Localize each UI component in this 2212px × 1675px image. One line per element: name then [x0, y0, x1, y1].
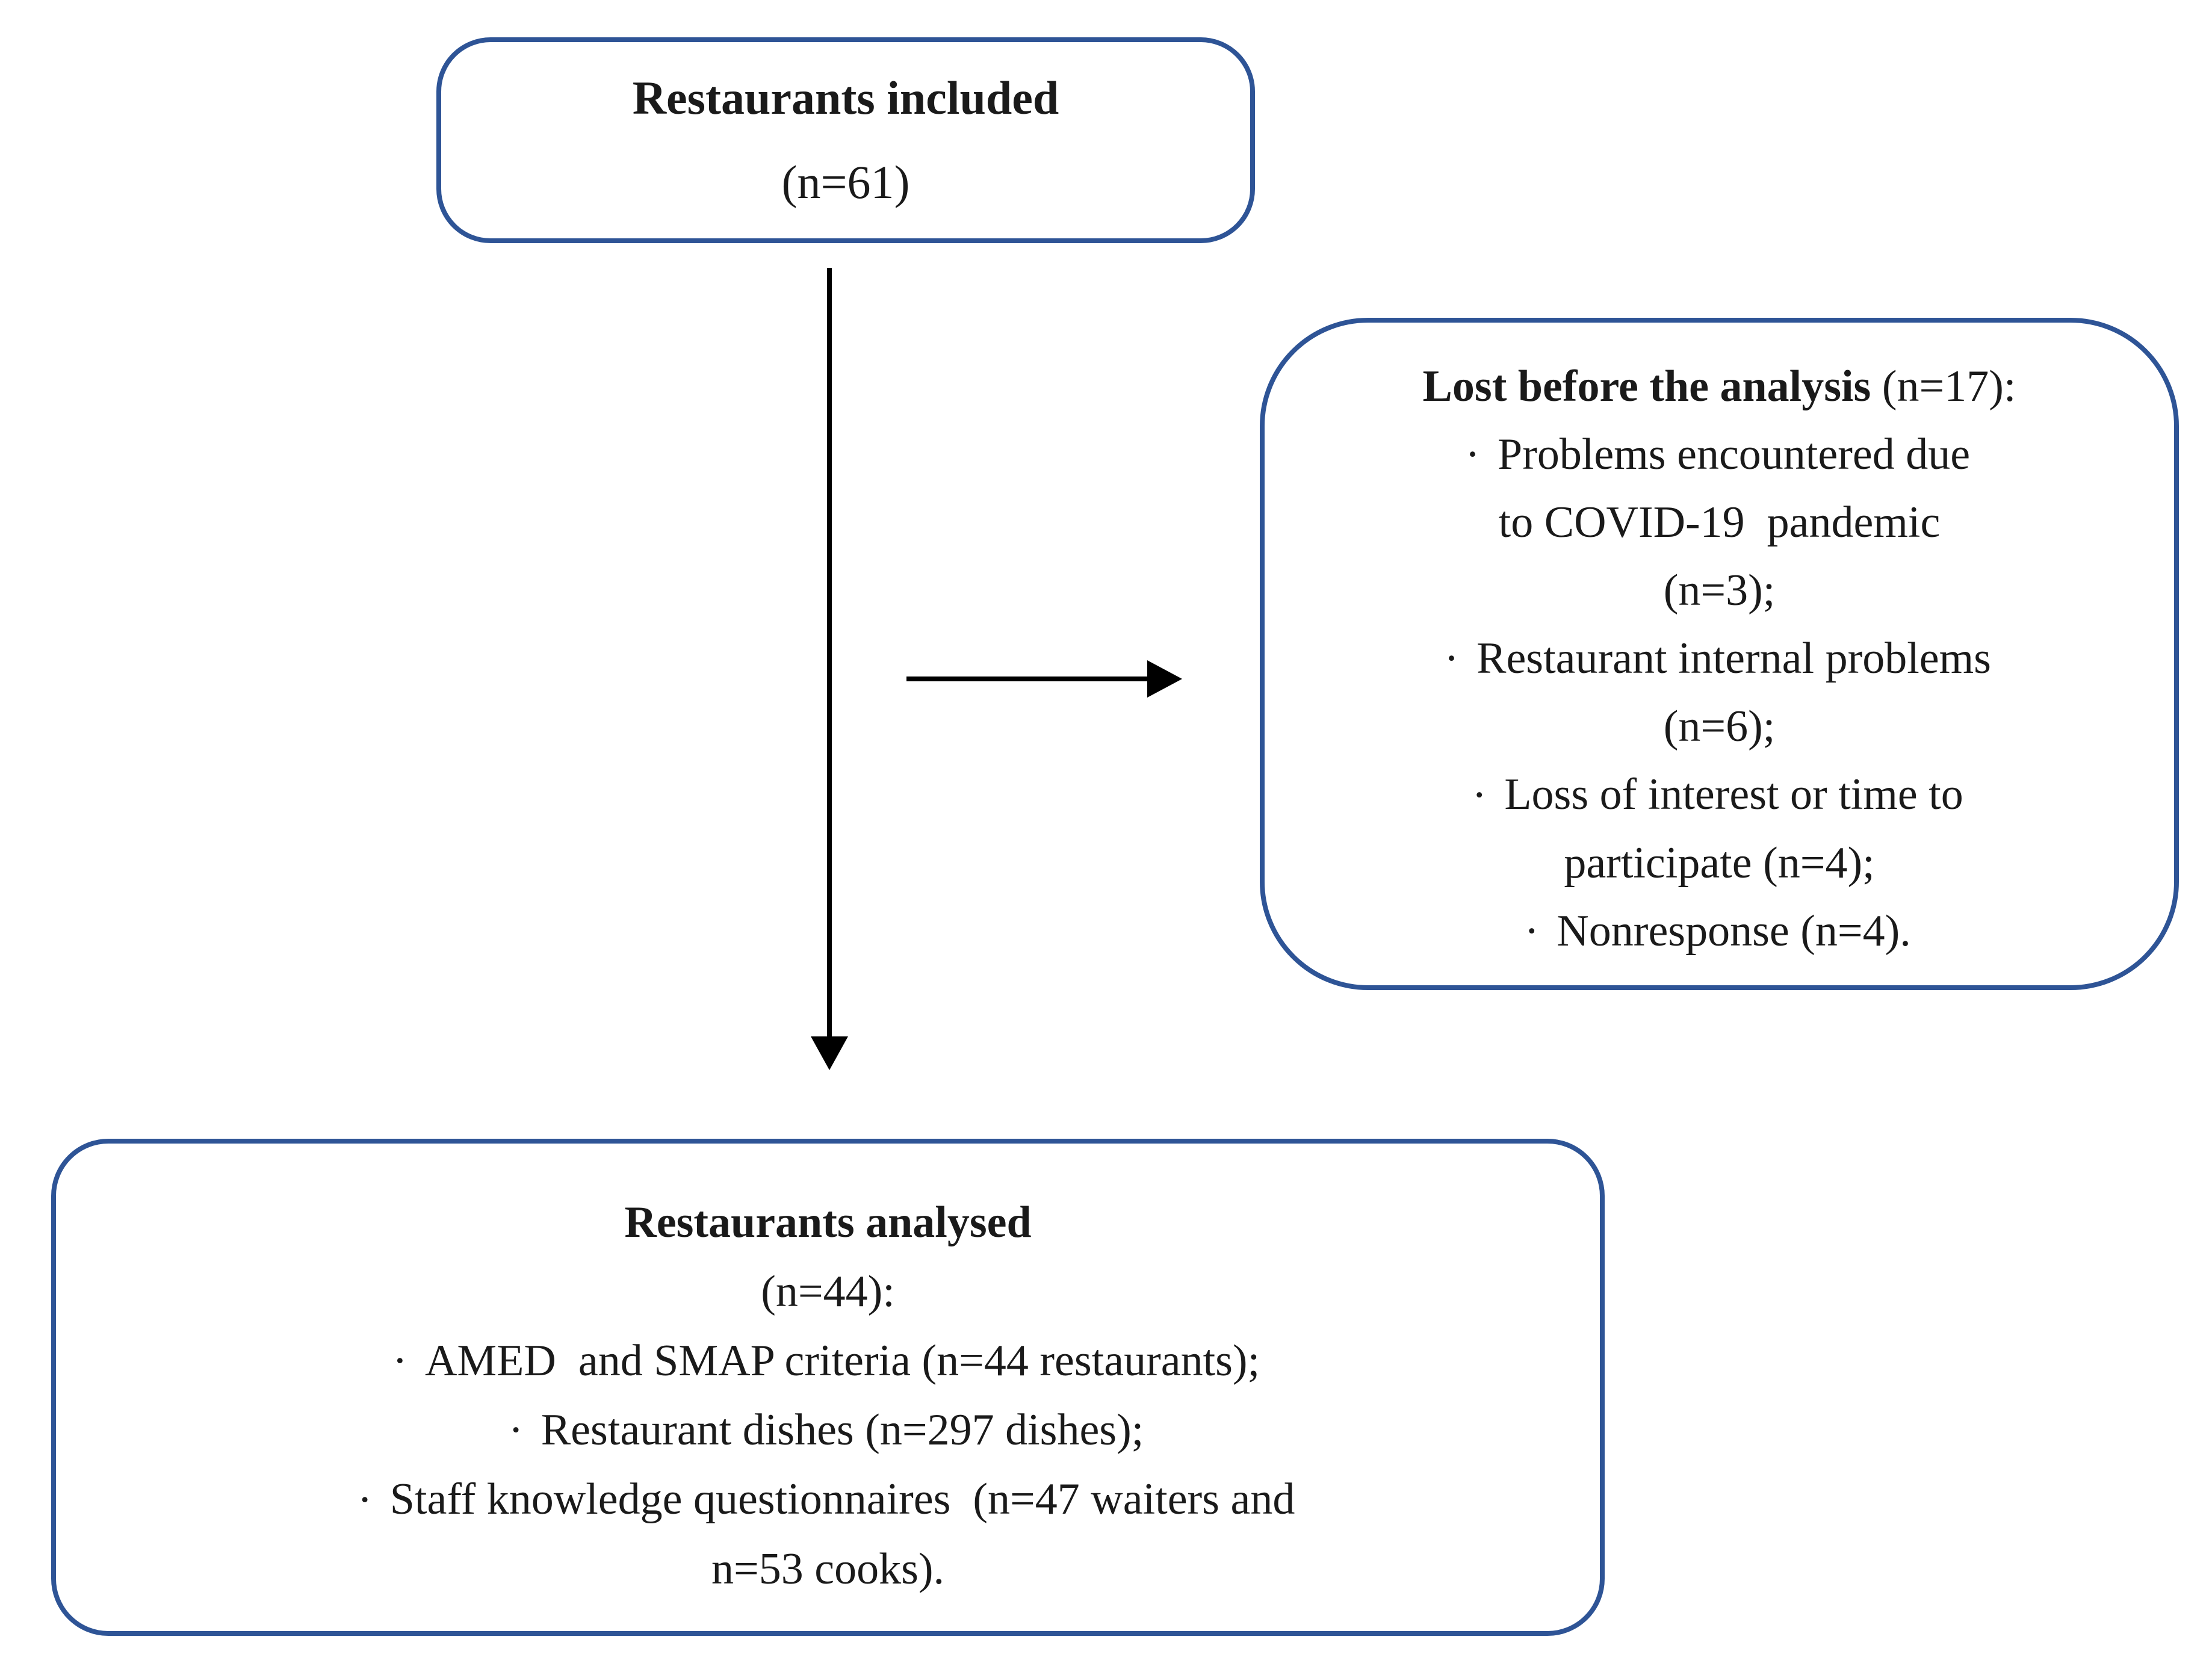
box-lost-before-analysis: Lost before the analysis (n=17): • Problem… — [1260, 318, 2179, 990]
text-regular: (n=61) — [781, 156, 910, 208]
box-restaurants-analysed: Restaurants analysed (n=44): • AMED and SMA… — [51, 1139, 1605, 1636]
text-regular: AMED and SMAP criteria (n=44 restaurants… — [424, 1336, 1260, 1386]
text-line: (n=44): — [80, 1257, 1576, 1327]
text-line: participate (n=4); — [1281, 829, 2157, 897]
text-regular: participate (n=4); — [1564, 838, 1875, 888]
text-line: • Restaurant dishes (n=297 dishes); — [80, 1396, 1576, 1465]
text-regular: (n=6); — [1663, 702, 1776, 752]
text-bold: Lost before the analysis — [1422, 362, 1871, 411]
arrowhead-right-icon — [1147, 660, 1182, 698]
text-regular: (n=3); — [1663, 566, 1776, 616]
text-line: • AMED and SMAP criteria (n=44 restaurant… — [80, 1327, 1576, 1396]
text-regular: Loss of interest or time to — [1504, 770, 1963, 820]
text-line: • Staff knowledge questionnaires (n=47 wa… — [80, 1465, 1576, 1534]
text-regular: Restaurant internal problems — [1476, 634, 1991, 684]
bullet-icon: • — [1475, 782, 1484, 808]
text-regular: to COVID-19 pandemic — [1498, 498, 1941, 548]
arrowhead-down-icon — [811, 1036, 848, 1070]
text-regular: Problems encountered due — [1498, 430, 1971, 479]
arrow-down-line — [827, 268, 832, 1038]
bullet-icon: • — [1528, 918, 1536, 944]
arrow-right-line — [906, 677, 1150, 681]
text-bold: Restaurants included — [632, 72, 1059, 124]
text-line: Restaurants included — [441, 56, 1250, 140]
text-regular: Nonresponse (n=4). — [1557, 906, 1911, 956]
text-line: (n=6); — [1281, 693, 2157, 761]
text-regular: Staff knowledge questionnaires (n=47 wai… — [389, 1475, 1295, 1525]
bullet-icon: • — [1448, 646, 1455, 672]
text-line: Lost before the analysis (n=17): — [1281, 353, 2157, 421]
text-line: • Problems encountered due — [1281, 421, 2157, 489]
text-line: • Loss of interest or time to — [1281, 761, 2157, 829]
text-line: Restaurants analysed — [80, 1188, 1576, 1257]
text-regular: Restaurant dishes (n=297 dishes); — [541, 1405, 1144, 1455]
text-regular: (n=44): — [761, 1267, 895, 1316]
text-regular: (n=17): — [1871, 362, 2016, 411]
bullet-icon: • — [512, 1418, 520, 1443]
text-line: to COVID-19 pandemic — [1281, 489, 2157, 557]
text-line: • Nonresponse (n=4). — [1281, 897, 2157, 965]
bullet-icon: • — [395, 1349, 404, 1374]
text-bold: Restaurants analysed — [624, 1198, 1032, 1247]
text-line: (n=61) — [441, 140, 1250, 224]
bullet-icon: • — [1468, 442, 1476, 468]
bullet-icon: • — [361, 1487, 369, 1512]
text-line: n=53 cooks). — [80, 1535, 1576, 1604]
box-restaurants-included: Restaurants included (n=61) — [436, 37, 1255, 243]
text-regular: n=53 cooks). — [711, 1544, 945, 1594]
text-line: • Restaurant internal problems — [1281, 625, 2157, 693]
text-line: (n=3); — [1281, 557, 2157, 625]
